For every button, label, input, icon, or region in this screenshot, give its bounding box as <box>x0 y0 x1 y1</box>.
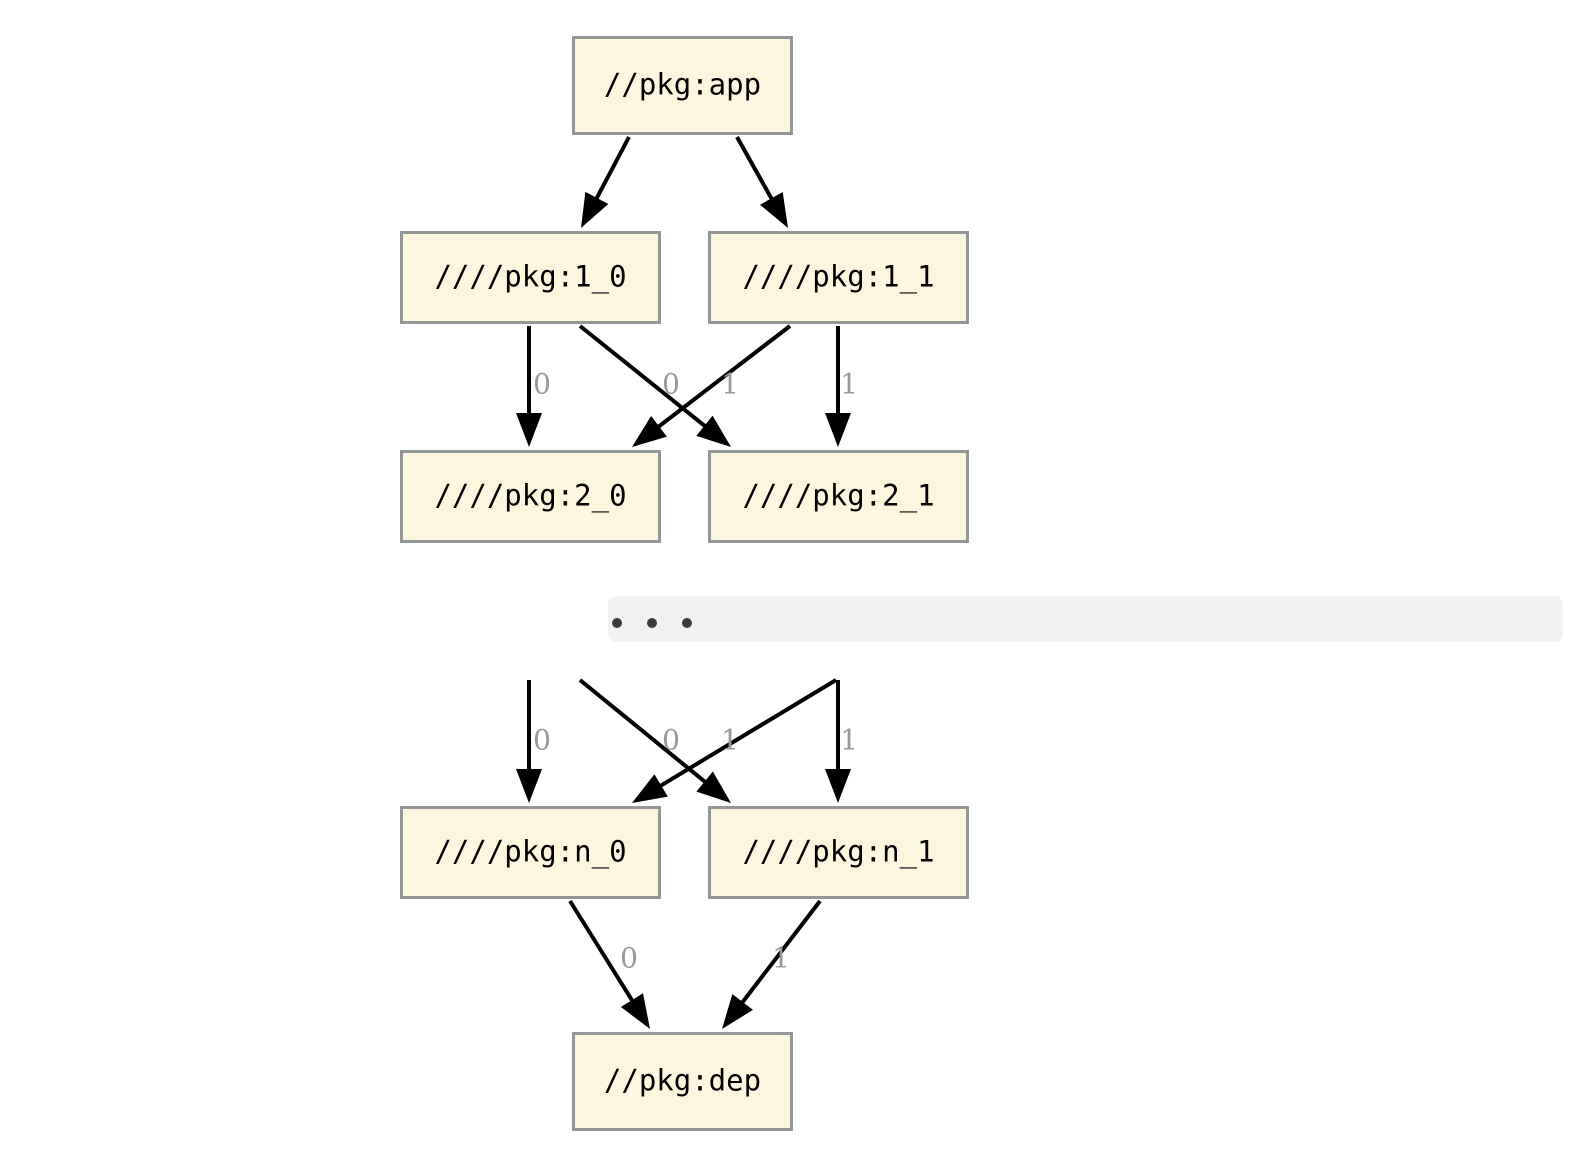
node-label-n1_0: ////pkg:1_0 <box>434 260 626 295</box>
node-label-nn_0: ////pkg:n_0 <box>434 835 626 870</box>
graph-edge-nn_0-to-dep <box>568 899 650 1029</box>
edge-label: 1 <box>840 724 858 757</box>
node-label-n2_1: ////pkg:2_1 <box>742 479 934 514</box>
node-box-dep[interactable] <box>572 1032 793 1131</box>
graph-edge-nn_1-to-dep <box>722 899 822 1029</box>
graph-edge-n1_0-to-n2_1 <box>578 324 731 447</box>
graph-node-n2_1[interactable]: ////pkg:2_1 <box>708 450 969 543</box>
node-label-dep: //pkg:dep <box>604 1064 761 1098</box>
graph-edge-n1_1-to-n2_1 <box>825 326 851 447</box>
edge-label: 0 <box>533 724 551 757</box>
nodes-layer: //pkg:app ////pkg:1_0 ////pkg:1_1 ////pkg:2… <box>400 36 969 1131</box>
edge-label: 0 <box>620 942 638 975</box>
graph-node-dep[interactable]: //pkg:dep <box>572 1032 793 1131</box>
edge-label: 1 <box>721 368 739 401</box>
ellipsis-separator <box>608 596 1563 642</box>
edge-label: 1 <box>721 724 739 757</box>
ellipsis-dot-0 <box>612 618 622 628</box>
graph-edge-app-to-n1_1 <box>735 136 788 228</box>
node-box-n2_1[interactable] <box>708 450 969 543</box>
graph-node-nn_1[interactable]: ////pkg:n_1 <box>708 806 969 899</box>
node-label-n2_0: ////pkg:2_0 <box>434 479 626 514</box>
edges-layer: 0 0 1 1 0 0 1 1 0 1 <box>516 136 858 1029</box>
graph-edge-n1_0-to-n2_0 <box>516 326 542 447</box>
edge-label: 1 <box>772 942 790 975</box>
graph-edge-elided-to-nn_0 <box>516 680 542 803</box>
node-box-n1_1[interactable] <box>708 231 969 324</box>
node-label-app: //pkg:app <box>604 68 761 102</box>
node-box-n2_0[interactable] <box>400 450 661 543</box>
edge-label: 0 <box>662 368 680 401</box>
graph-node-n1_1[interactable]: ////pkg:1_1 <box>708 231 969 324</box>
edge-label: 0 <box>533 368 551 401</box>
node-box-n1_0[interactable] <box>400 231 661 324</box>
elided-rows-band <box>608 596 1563 642</box>
edge-label: 1 <box>840 368 858 401</box>
ellipsis-dot-2 <box>682 618 692 628</box>
node-box-app[interactable] <box>572 36 793 135</box>
graph-node-nn_0[interactable]: ////pkg:n_0 <box>400 806 661 899</box>
ellipsis-dot-1 <box>647 618 657 628</box>
graph-edge-elided-to-nn_1 <box>825 680 851 803</box>
graph-edge-elided-to-nn_0 <box>632 678 838 803</box>
graph-node-n1_0[interactable]: ////pkg:1_0 <box>400 231 661 324</box>
graph-node-app[interactable]: //pkg:app <box>572 36 793 135</box>
node-label-nn_1: ////pkg:n_1 <box>742 835 934 870</box>
graph-node-n2_0[interactable]: ////pkg:2_0 <box>400 450 661 543</box>
node-label-n1_1: ////pkg:1_1 <box>742 260 934 295</box>
node-box-nn_0[interactable] <box>400 806 661 899</box>
graph-edge-n1_1-to-n2_0 <box>632 324 792 447</box>
edge-label: 0 <box>662 724 680 757</box>
node-box-nn_1[interactable] <box>708 806 969 899</box>
graph-edge-app-to-n1_0 <box>581 136 631 228</box>
